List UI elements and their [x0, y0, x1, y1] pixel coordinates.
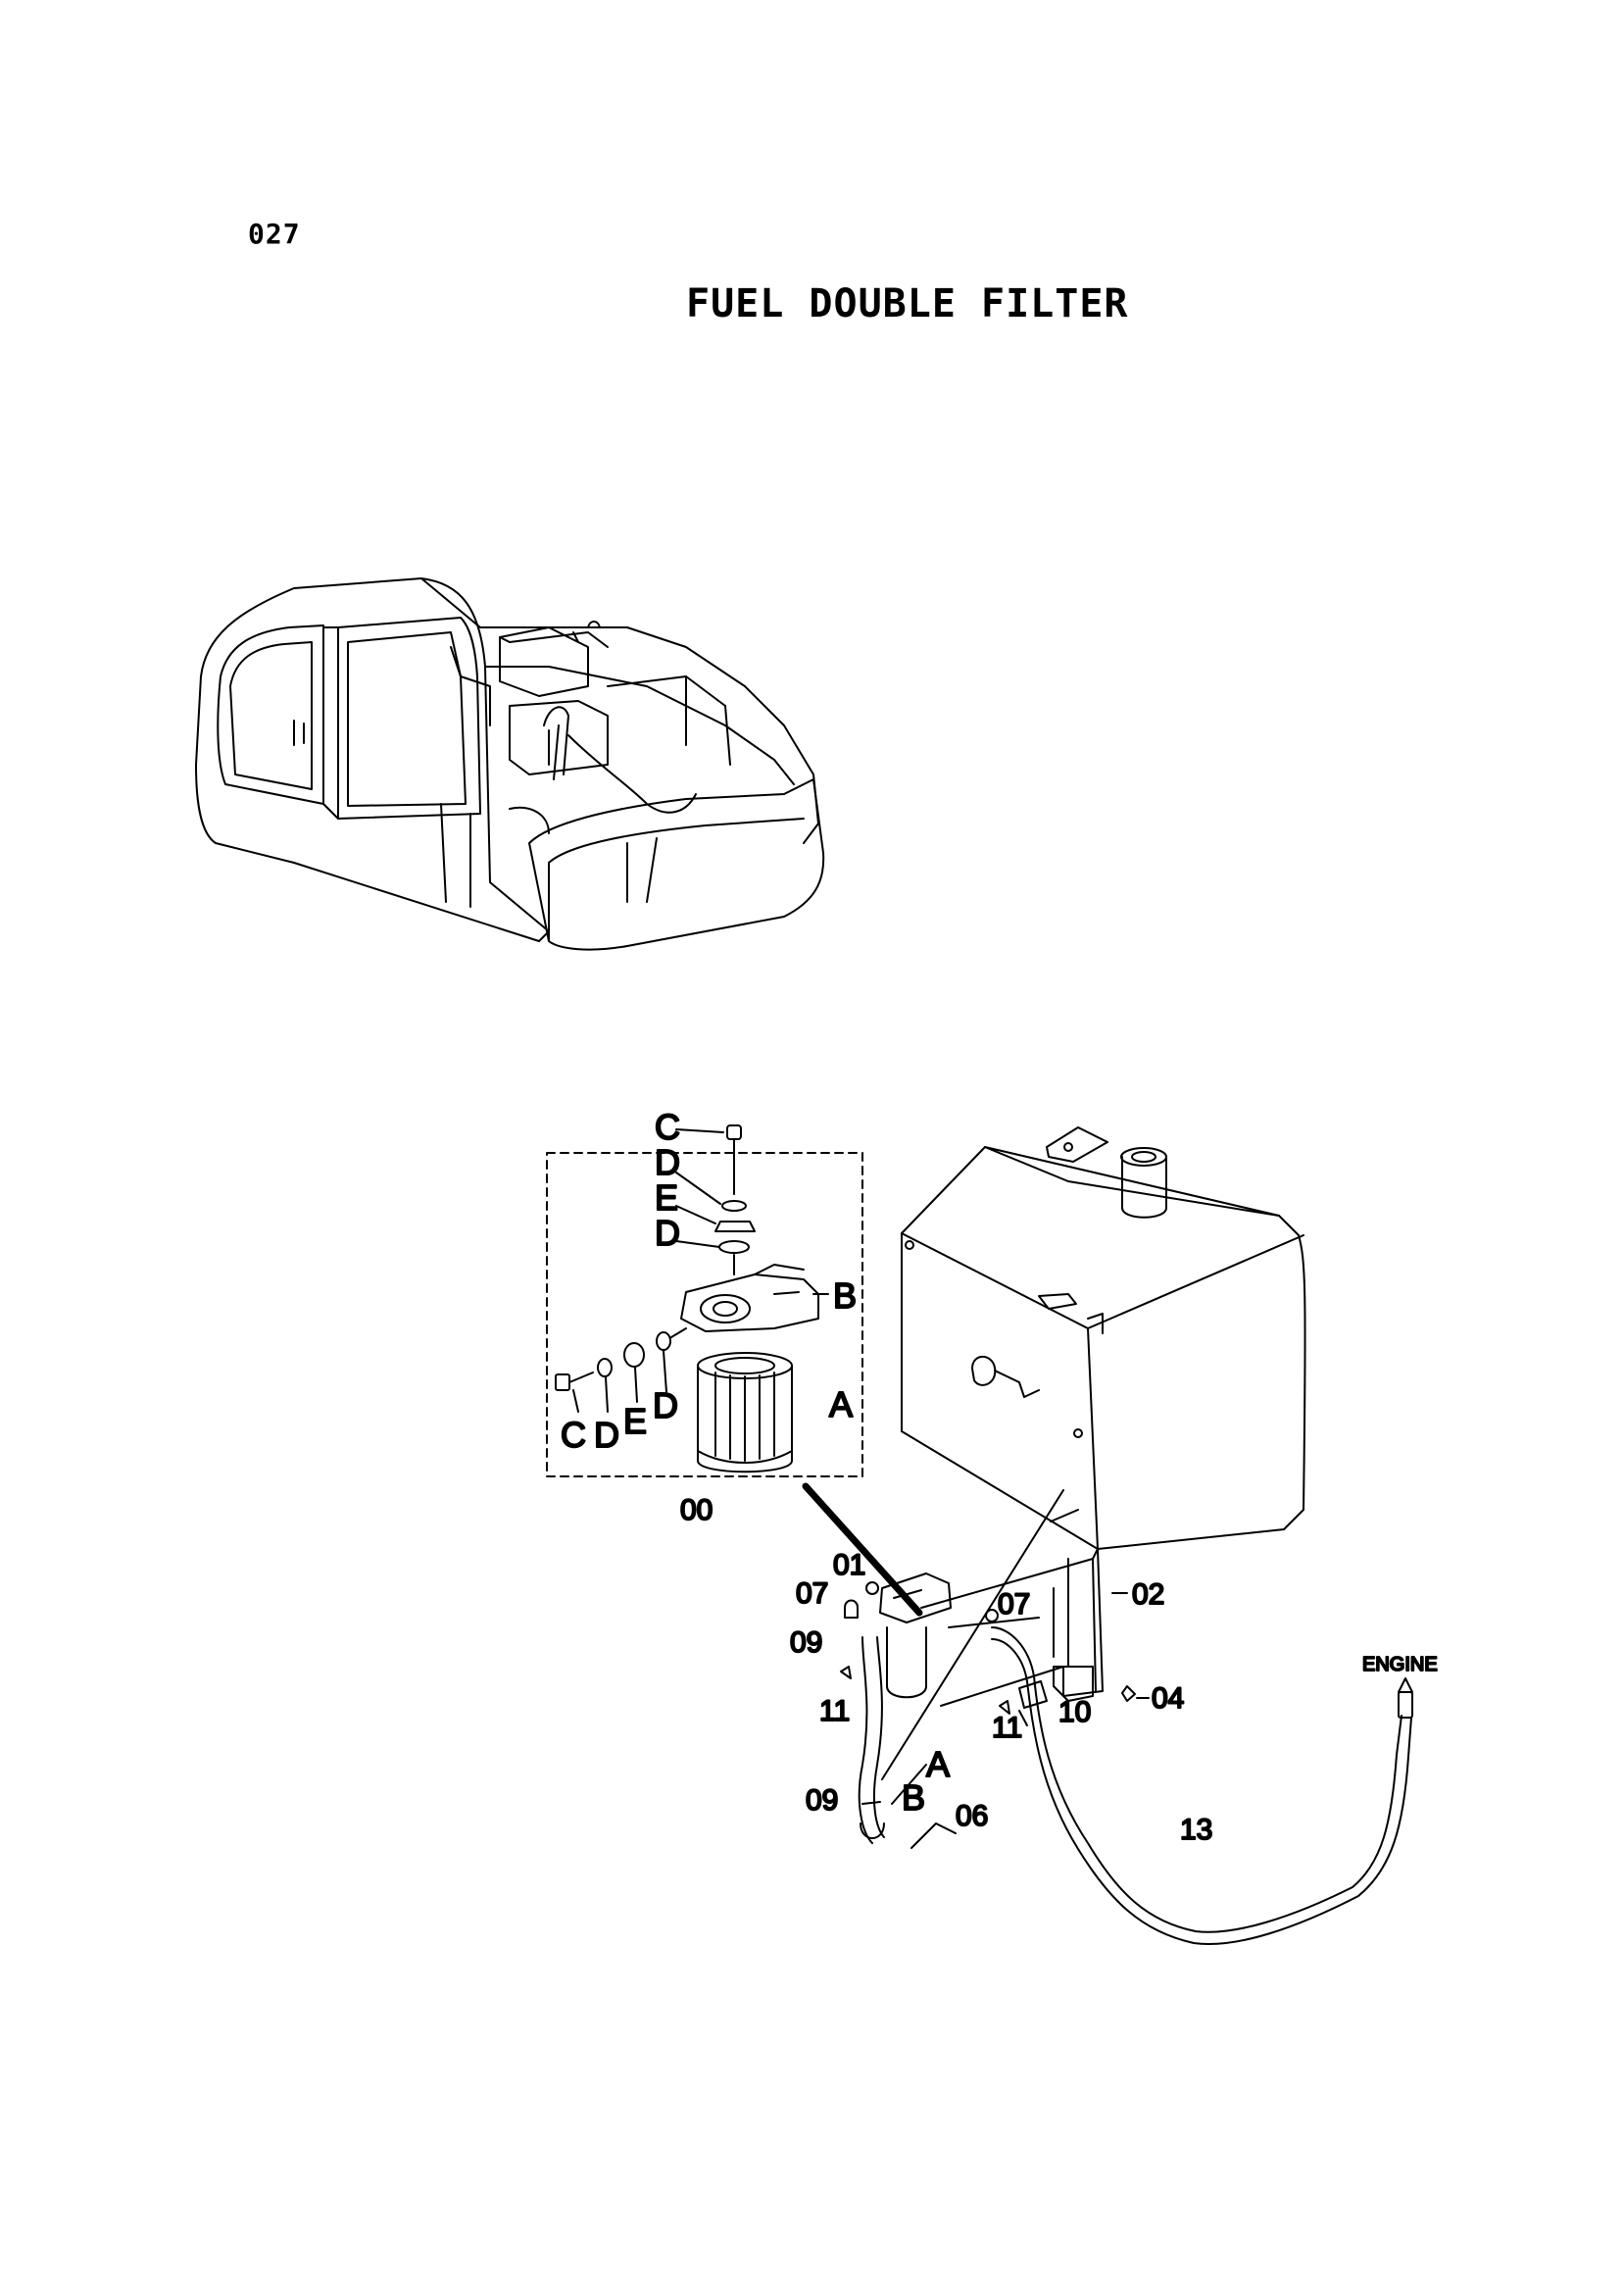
side-bolt-stack-illustration [555, 1327, 687, 1391]
callout-13: 13 [1180, 1814, 1212, 1846]
callout-11-right: 11 [992, 1712, 1022, 1744]
callout-01: 01 [833, 1549, 865, 1581]
callout-09-bottom: 09 [806, 1784, 838, 1817]
detail-callout-d-top: D [655, 1142, 680, 1182]
callout-02: 02 [1132, 1578, 1164, 1611]
detail-pointer-arrow [802, 1482, 923, 1617]
mounted-filter-illustration [879, 1572, 952, 1699]
assembly-guide-lines [881, 1489, 1079, 1780]
detail-callout-d-bottom: D [594, 1415, 619, 1455]
detail-callout-e-top: E [655, 1177, 678, 1218]
callout-b: B [902, 1777, 925, 1818]
callout-a: A [926, 1744, 950, 1784]
detail-callout-d-bottom2: D [653, 1385, 678, 1425]
engine-label: ENGINE [1362, 1654, 1438, 1675]
detail-leader-lines [572, 1128, 829, 1413]
callout-04: 04 [1152, 1682, 1184, 1715]
callout-07-left: 07 [796, 1577, 828, 1610]
detail-callout-b: B [833, 1275, 857, 1316]
callout-06: 06 [956, 1800, 988, 1832]
detail-frame [546, 1152, 863, 1477]
assembly-leader-lines [891, 1592, 1150, 1849]
callout-10: 10 [1058, 1696, 1091, 1728]
fuel-tank-illustration [901, 1126, 1306, 1550]
top-bolt-stack-illustration [714, 1124, 756, 1275]
callout-07-right: 07 [998, 1588, 1030, 1621]
small-fittings-illustration [840, 1581, 1136, 1715]
assembly-label-00: 00 [680, 1494, 713, 1526]
page-number: 027 [248, 218, 301, 250]
fuel-hoses-illustration [858, 1626, 1413, 1945]
detail-callout-e-bottom: E [623, 1401, 647, 1441]
callout-09-top: 09 [790, 1626, 822, 1659]
detail-callout-d-mid: D [655, 1213, 680, 1253]
detail-callout-a: A [829, 1384, 853, 1424]
detail-callout-c-bottom: C [561, 1415, 586, 1455]
filter-head-illustration [680, 1264, 819, 1332]
detail-callout-c-top: C [655, 1107, 680, 1147]
filter-cartridge-illustration [697, 1352, 793, 1473]
callout-11-left: 11 [819, 1695, 850, 1727]
filter-bracket-illustration [920, 1548, 1104, 1707]
page-title: FUEL DOUBLE FILTER [686, 281, 1129, 326]
